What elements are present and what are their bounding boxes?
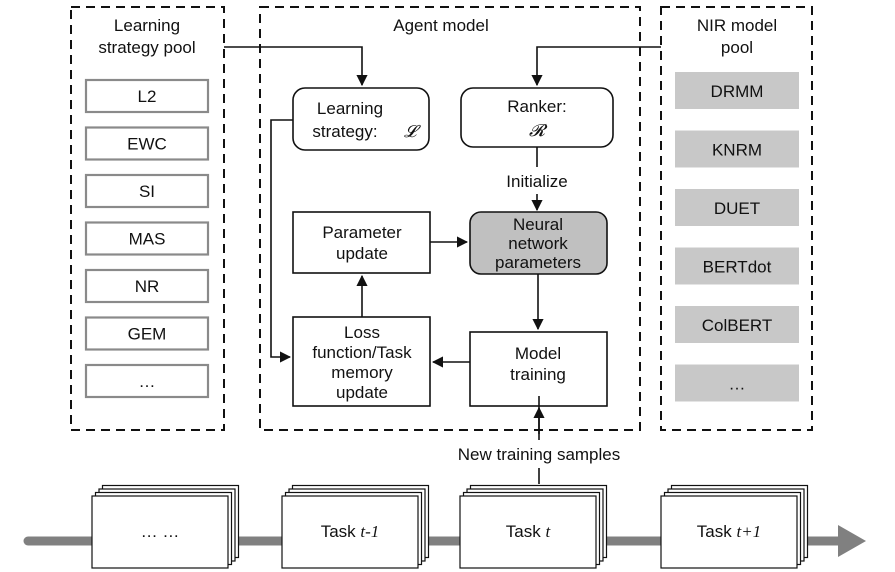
nir-model-label: KNRM	[712, 141, 762, 160]
learning-strategy-label-line1: Learning	[317, 99, 383, 118]
task-label: Task t	[506, 522, 552, 541]
task-label: … …	[141, 522, 180, 541]
strategy-item: EWC	[84, 126, 210, 161]
model-training-line1: Model	[515, 344, 561, 363]
task-label-prefix: Task	[321, 522, 361, 541]
strategy-item: MAS	[84, 221, 210, 256]
learning-strategy-box: Learning strategy: 𝓛	[292, 87, 430, 151]
nir-model-item: DRMM	[675, 72, 799, 109]
strategy-item: NR	[84, 268, 210, 304]
initialize-label: Initialize	[506, 172, 567, 191]
nir-model-label: BERTdot	[703, 258, 772, 277]
nir-model-label: …	[729, 375, 746, 394]
strategy-item-label: SI	[139, 182, 155, 201]
strategy-item-label: GEM	[128, 325, 167, 344]
nn-params-line2: network	[508, 234, 568, 253]
strategy-item: GEM	[84, 316, 210, 351]
task-stack: Task t	[459, 484, 608, 569]
agent-model-panel: Agent model Learning strategy: 𝓛 Ranker:…	[259, 6, 641, 431]
strategy-item-label: L2	[138, 87, 157, 106]
agent-model-title: Agent model	[393, 16, 488, 35]
parameter-update-box: Parameter update	[292, 211, 431, 274]
task-label-prefix: Task	[506, 522, 546, 541]
nir-model-item: ColBERT	[675, 306, 799, 343]
nn-params-line3: parameters	[495, 253, 581, 272]
loss-line3: memory	[331, 363, 393, 382]
neural-network-parameters-box: Neural network parameters	[469, 211, 608, 275]
task-stack: … …	[91, 484, 240, 569]
task-label: Task t+1	[697, 522, 761, 541]
task-stack: Task t-1	[281, 484, 430, 569]
strategy-item-label: EWC	[127, 135, 167, 154]
ranker-box: Ranker: 𝓡	[460, 87, 614, 148]
nir-pool-panel: NIR model pool DRMM KNRM DUET BERTdotColBER…	[660, 6, 813, 431]
strategy-item: …	[84, 363, 210, 399]
strategy-item-label: …	[139, 372, 156, 391]
strategy-pool-title-line2: strategy pool	[98, 38, 195, 57]
nn-params-line1: Neural	[513, 215, 563, 234]
nir-pool-to-ranker-arrow	[531, 46, 661, 87]
strategy-item-label: NR	[135, 277, 160, 296]
loss-line2: function/Task	[312, 343, 412, 362]
model-training-box: Model training	[469, 331, 608, 407]
strategy-item: SI	[84, 173, 210, 209]
nir-model-item: KNRM	[675, 130, 799, 168]
nir-item-list: DRMM KNRM DUET BERTdotColBERT …	[675, 72, 799, 402]
strategy-item: L2	[84, 78, 210, 114]
strategy-to-loss-arrow	[270, 119, 293, 363]
task-stack: Task t+1	[660, 484, 809, 569]
strategy-item-label: MAS	[129, 230, 166, 249]
task-label-index: t-1	[360, 522, 379, 541]
nir-model-label: DUET	[714, 199, 760, 218]
timeline-arrowhead	[838, 525, 866, 557]
ranker-label: Ranker:	[507, 97, 567, 116]
nir-model-item: …	[675, 364, 799, 402]
task-label-index: t+1	[736, 522, 761, 541]
nir-model-item: DUET	[675, 189, 799, 226]
nir-model-item: BERTdot	[675, 247, 799, 285]
param-update-line2: update	[336, 244, 388, 263]
task-label-prefix: Task	[697, 522, 737, 541]
ranker-symbol: 𝓡	[529, 121, 548, 140]
nir-pool-title-line2: pool	[721, 38, 753, 57]
task-label: Task t-1	[321, 522, 380, 541]
loss-line1: Loss	[344, 323, 380, 342]
param-update-line1: Parameter	[322, 223, 402, 242]
learning-strategy-label-line2: strategy:	[312, 122, 377, 141]
task-label-index: t	[545, 522, 551, 541]
new-training-samples-label: New training samples	[458, 445, 621, 464]
strategy-pool-to-learning-strategy-arrow	[224, 46, 368, 87]
model-training-line2: training	[510, 365, 566, 384]
nir-model-label: ColBERT	[702, 316, 773, 335]
nir-model-label: DRMM	[711, 82, 764, 101]
task-label-prefix: … …	[141, 522, 180, 541]
nir-pool-title-line1: NIR model	[697, 16, 777, 35]
loss-line4: update	[336, 383, 388, 402]
loss-function-box: Loss function/Task memory update	[292, 316, 431, 407]
strategy-pool-title-line1: Learning	[114, 16, 180, 35]
